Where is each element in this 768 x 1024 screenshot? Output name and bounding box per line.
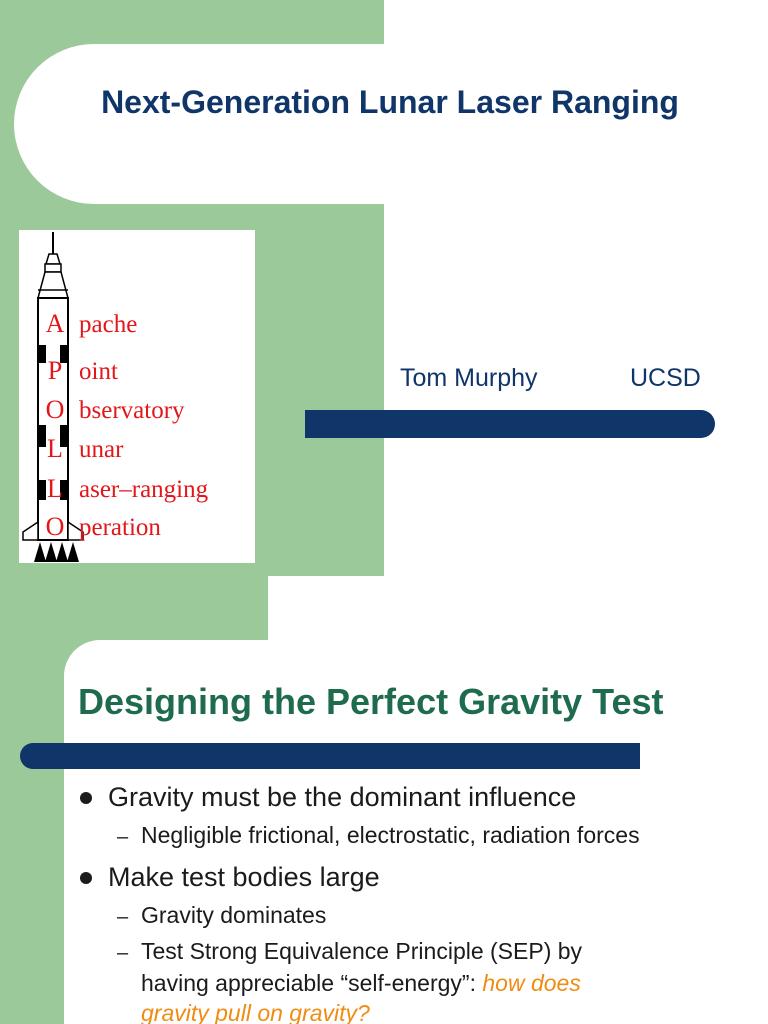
content-slide: Designing the Perfect Gravity Test Gravi… — [0, 576, 768, 1024]
sep-line-1: Test Strong Equivalence Principle (SEP) … — [141, 938, 583, 964]
divider-bar — [305, 410, 715, 438]
bullet-icon — [80, 792, 92, 804]
acronym-word: peration — [79, 514, 161, 541]
acronym-letter: L — [47, 474, 63, 503]
sep-line-2: having appreciable “self-energy”: — [141, 970, 483, 996]
emphasis-text: gravity pull on gravity? — [141, 1000, 370, 1024]
sub-bullet-text: having appreciable “self-energy”: how do… — [141, 968, 581, 998]
sub-bullet-text: Test Strong Equivalence Principle (SEP) … — [141, 936, 582, 966]
acronym-letter: O — [45, 512, 65, 541]
acronym-letter: L — [47, 434, 63, 463]
title-banner — [14, 44, 768, 204]
acronym-word: pache — [79, 311, 138, 338]
divider-bar — [20, 743, 640, 769]
bullet-text: Make test bodies large — [108, 862, 380, 892]
dash-icon: – — [117, 942, 129, 964]
title-slide: Next-Generation Lunar Laser Ranging — [0, 0, 768, 576]
content-panel — [64, 640, 768, 1024]
dash-icon: – — [117, 906, 129, 928]
dash-icon: – — [117, 826, 129, 848]
presentation-title: Next-Generation Lunar Laser Ranging — [101, 84, 679, 120]
acronym-word: unar — [79, 436, 124, 463]
sub-bullet-text: Negligible frictional, electrostatic, ra… — [141, 822, 640, 848]
sub-bullet-text: Gravity dominates — [141, 902, 327, 928]
acronym-word: oint — [79, 358, 118, 385]
emphasis-text: how does — [482, 970, 581, 996]
bullet-text: Gravity must be the dominant influence — [108, 782, 577, 812]
acronym-letter: P — [47, 356, 63, 385]
acronym-letter: A — [45, 309, 65, 338]
affiliation: UCSD — [630, 364, 701, 392]
rocket-icon — [22, 232, 84, 562]
acronym-word: aser–ranging — [79, 476, 209, 503]
apollo-logo: A pache P oint O bservatory L unar L ase… — [19, 230, 255, 563]
sub-bullet-text: gravity pull on gravity? — [141, 998, 370, 1024]
author-name: Tom Murphy — [400, 364, 538, 392]
acronym-letter: O — [45, 395, 65, 424]
bullet-icon — [80, 872, 92, 884]
acronym-word: bservatory — [79, 397, 185, 424]
slide-title: Designing the Perfect Gravity Test — [78, 681, 664, 722]
